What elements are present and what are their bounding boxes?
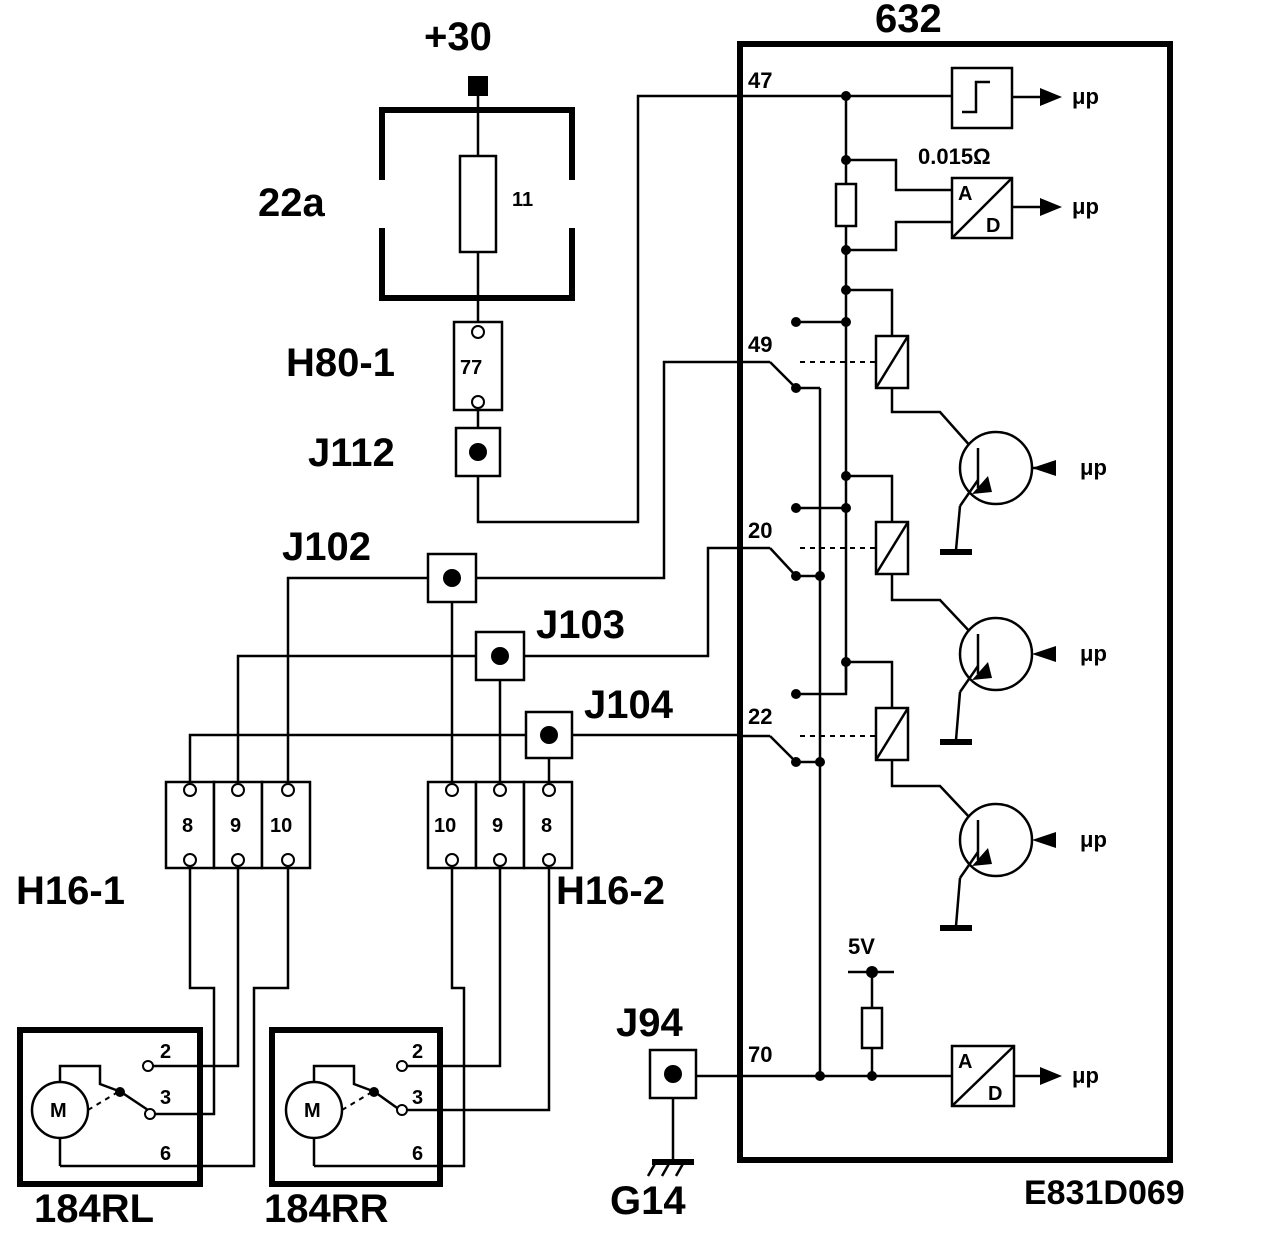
output-mp-5: μp	[1080, 827, 1107, 852]
ecu-632: 632 47 μp 0.015Ω A D μp	[737, 0, 1173, 1163]
output-mp-3: μp	[1080, 455, 1107, 480]
svg-text:D: D	[986, 215, 1000, 237]
motor-rl-label: 184RL	[34, 1187, 154, 1231]
j102-label: J102	[282, 525, 371, 569]
drawing-ref: E831D069	[1024, 1174, 1185, 1212]
rl-term-6: 6	[160, 1143, 171, 1165]
motor-184rr: M 2 3 6	[269, 1027, 443, 1187]
transistor-1	[940, 430, 1056, 555]
pin-49: 49	[748, 332, 772, 357]
schmitt-trigger	[950, 66, 1014, 130]
pin-20: 20	[748, 518, 772, 543]
supply-terminal	[468, 76, 488, 96]
j103-label: J103	[536, 603, 625, 647]
connector-h16-1: 8 9 10	[164, 780, 312, 870]
ad-converter-1: A D	[950, 176, 1014, 240]
rl-term-3: 3	[160, 1087, 171, 1109]
ad-converter-2: A D	[950, 1044, 1016, 1108]
j94-label: J94	[616, 1001, 683, 1045]
svg-text:A: A	[958, 1051, 972, 1073]
h16-2-pin-10: 10	[434, 815, 456, 837]
fusebox-22a: 11	[379, 107, 575, 301]
fusebox-label: 22a	[258, 181, 325, 225]
supply-label: +30	[424, 15, 492, 59]
motor-184rl: M 2 3 6	[17, 1027, 203, 1187]
output-mp-1: μp	[1072, 84, 1099, 109]
h16-2-pin-8: 8	[541, 815, 552, 837]
j104-label: J104	[584, 683, 674, 727]
j112-label: J112	[308, 431, 395, 475]
motor-rr-symbol: M	[304, 1100, 321, 1122]
h80-label: H80-1	[286, 341, 395, 385]
rr-term-6: 6	[412, 1143, 423, 1165]
output-mp-2: μp	[1072, 194, 1099, 219]
pin-22: 22	[748, 704, 772, 729]
svg-text:A: A	[958, 183, 972, 205]
ground-icon	[646, 1159, 694, 1177]
h16-1-label: H16-1	[16, 869, 125, 913]
h16-2-label: H16-2	[556, 869, 665, 913]
fuse	[458, 154, 498, 254]
output-mp-4: μp	[1080, 641, 1107, 666]
ground-label: G14	[610, 1179, 686, 1223]
connector-h16-2: 10 9 8	[426, 780, 574, 870]
pin-70: 70	[748, 1042, 772, 1067]
supply-5v: 5V	[848, 934, 875, 959]
shunt-value: 0.015Ω	[918, 144, 991, 169]
transistor-2	[940, 616, 1056, 745]
motor-rr-label: 184RR	[264, 1187, 389, 1231]
h80-pin: 77	[460, 357, 482, 379]
svg-text:D: D	[988, 1083, 1002, 1105]
pin-47: 47	[748, 68, 772, 93]
rl-term-2: 2	[160, 1041, 171, 1063]
rr-term-3: 3	[412, 1087, 423, 1109]
h16-2-pin-9: 9	[492, 815, 503, 837]
h16-1-pin-10: 10	[270, 815, 292, 837]
fuse-number: 11	[512, 189, 533, 211]
rr-term-2: 2	[412, 1041, 423, 1063]
pullup-resistor	[860, 1006, 884, 1050]
transistor-3	[940, 802, 1056, 931]
output-mp-6: μp	[1072, 1063, 1099, 1088]
ecu-id: 632	[875, 0, 942, 41]
shunt-resistor	[834, 182, 858, 228]
motor-rl-symbol: M	[50, 1100, 67, 1122]
h16-1-pin-9: 9	[230, 815, 241, 837]
h16-1-pin-8: 8	[182, 815, 193, 837]
